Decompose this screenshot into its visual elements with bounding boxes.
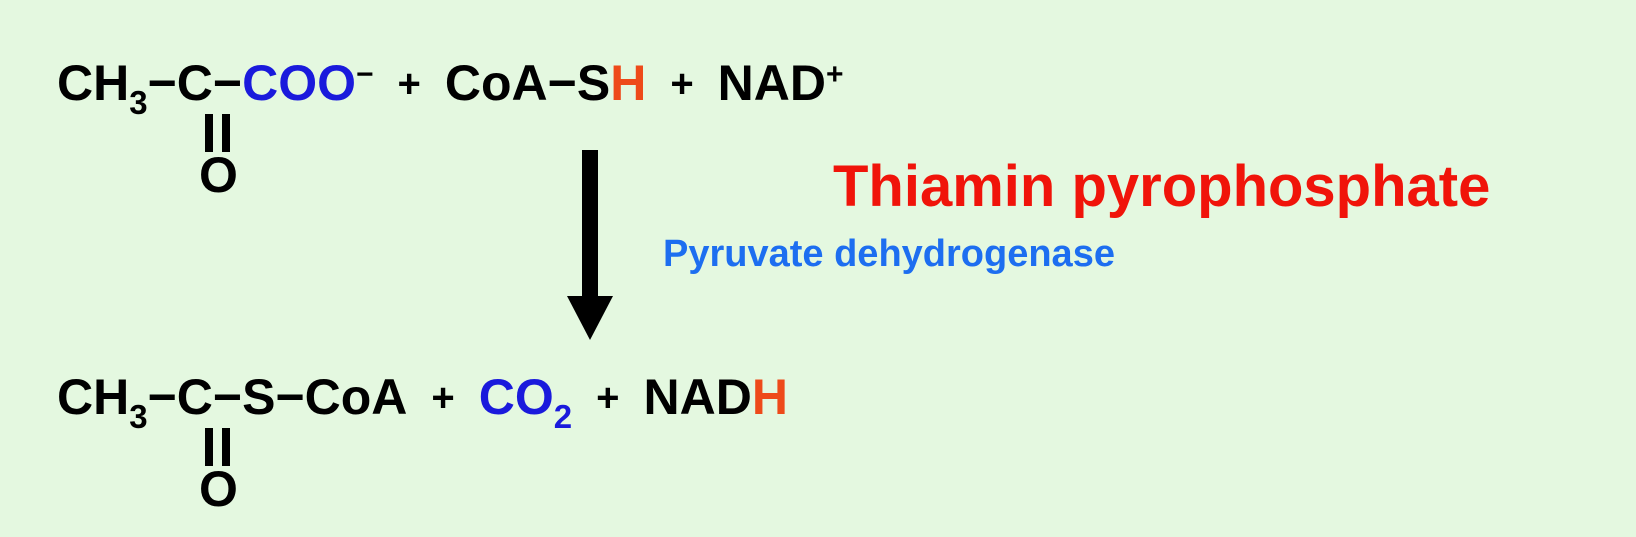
methyl-group: CH3 [57,369,148,435]
nad-plus: NAD+ [717,55,844,111]
bond-dash: − [212,55,243,111]
plus-sign: + [397,62,421,106]
reactants-equation: CH3−C−COO−+CoA−SH+NAD+ [57,55,844,121]
reaction-arrow [582,150,598,300]
carbonyl-carbon: C [176,369,213,425]
thiol-hydrogen: H [610,55,647,111]
carboxylate-group: COO [242,55,356,111]
carbonyl-oxygen: O [199,147,238,203]
bond-dash: − [147,55,177,111]
nadh-hydrogen: H [751,369,788,425]
carboxylate-charge: − [356,58,374,91]
carbonyl-double-bond [205,114,230,152]
bond-dash: − [147,369,177,425]
carbon-dioxide: CO2 [478,369,573,435]
carbonyl-oxygen: O [199,461,238,517]
nad-charge: + [826,58,844,91]
enzyme-label: Pyruvate dehydrogenase [663,233,1115,275]
plus-sign: + [431,376,455,420]
carbonyl-carbon: C [176,55,213,111]
methyl-group: CH3 [57,55,148,121]
plus-sign: + [596,376,620,420]
nadh: NADH [643,369,788,425]
cofactor-label: Thiamin pyrophosphate [833,154,1491,219]
thioester-coa: −S−CoA [212,369,408,425]
products-equation: CH3−C−S−CoA + CO2 + NADH [57,369,788,435]
carbonyl-double-bond [205,428,230,466]
coenzyme-a-thiol: CoA−SH [444,55,647,111]
arrow-head-icon [567,296,613,340]
plus-sign: + [670,62,694,106]
